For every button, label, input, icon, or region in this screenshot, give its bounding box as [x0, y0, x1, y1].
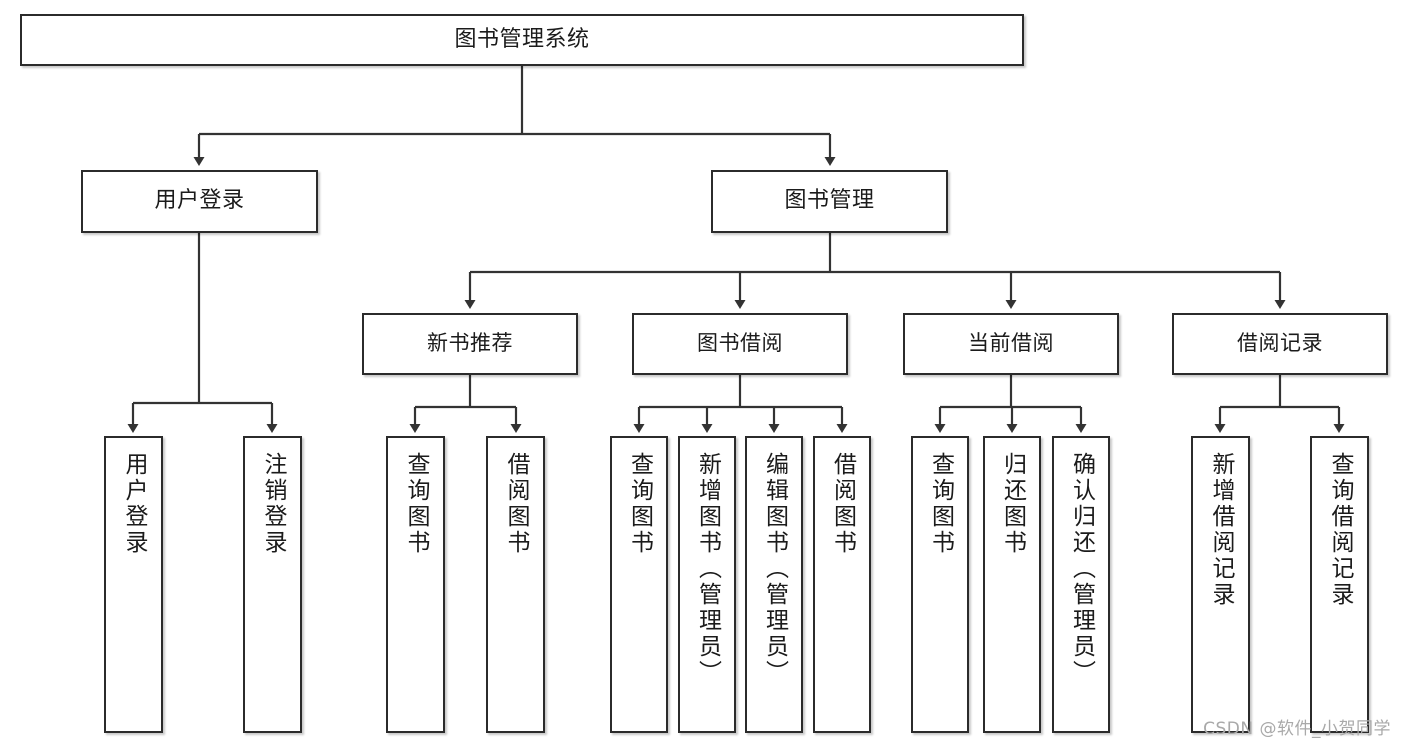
node-leaf-add-book-label: 新增图书（管理员）	[694, 452, 721, 686]
node-leaf-query-book-rec[interactable]: 查询图书	[386, 436, 445, 733]
node-leaf-borrow-book-rec[interactable]: 借阅图书	[486, 436, 545, 733]
node-current-borrow[interactable]: 当前借阅	[903, 313, 1119, 375]
node-leaf-user-login[interactable]: 用户登录	[104, 436, 163, 733]
node-leaf-borrow-book-b[interactable]: 借阅图书	[813, 436, 871, 733]
node-book-manage-label: 图书管理	[784, 188, 875, 214]
node-leaf-return-book[interactable]: 归还图书	[983, 436, 1041, 733]
node-leaf-return-book-label: 归还图书	[999, 452, 1026, 556]
node-current-borrow-label: 当前借阅	[968, 331, 1054, 356]
node-book-borrow-label: 图书借阅	[697, 331, 783, 356]
node-leaf-edit-book[interactable]: 编辑图书（管理员）	[745, 436, 803, 733]
csdn-watermark: CSDN @软件_小贺同学	[1203, 719, 1391, 739]
node-root-label: 图书管理系统	[454, 26, 590, 52]
node-user-login[interactable]: 用户登录	[81, 170, 318, 233]
node-leaf-query-record[interactable]: 查询借阅记录	[1310, 436, 1369, 733]
node-leaf-confirm-return[interactable]: 确认归还（管理员）	[1052, 436, 1110, 733]
node-leaf-edit-book-label: 编辑图书（管理员）	[761, 452, 788, 686]
node-leaf-query-book-b-label: 查询图书	[626, 452, 653, 556]
node-leaf-user-login-label: 用户登录	[121, 452, 147, 556]
node-leaf-query-book-b[interactable]: 查询图书	[610, 436, 668, 733]
node-leaf-borrow-book-rec-label: 借阅图书	[503, 452, 529, 556]
node-leaf-query-book-rec-label: 查询图书	[403, 452, 429, 556]
node-leaf-query-record-label: 查询借阅记录	[1327, 452, 1353, 608]
node-leaf-logout-label: 注销登录	[260, 452, 286, 556]
node-book-manage[interactable]: 图书管理	[711, 170, 948, 233]
node-leaf-add-record[interactable]: 新增借阅记录	[1191, 436, 1250, 733]
node-borrow-record-label: 借阅记录	[1237, 331, 1323, 356]
node-leaf-add-book[interactable]: 新增图书（管理员）	[678, 436, 736, 733]
node-root[interactable]: 图书管理系统	[20, 14, 1024, 66]
node-new-book-rec[interactable]: 新书推荐	[362, 313, 578, 375]
node-leaf-query-book-c[interactable]: 查询图书	[911, 436, 969, 733]
node-book-borrow[interactable]: 图书借阅	[632, 313, 848, 375]
node-leaf-add-record-label: 新增借阅记录	[1208, 452, 1234, 608]
node-borrow-record[interactable]: 借阅记录	[1172, 313, 1388, 375]
node-leaf-query-book-c-label: 查询图书	[927, 452, 954, 556]
node-leaf-logout[interactable]: 注销登录	[243, 436, 302, 733]
node-leaf-confirm-return-label: 确认归还（管理员）	[1068, 452, 1095, 686]
node-user-login-label: 用户登录	[154, 188, 245, 214]
node-leaf-borrow-book-b-label: 借阅图书	[829, 452, 856, 556]
node-new-book-rec-label: 新书推荐	[427, 331, 513, 356]
